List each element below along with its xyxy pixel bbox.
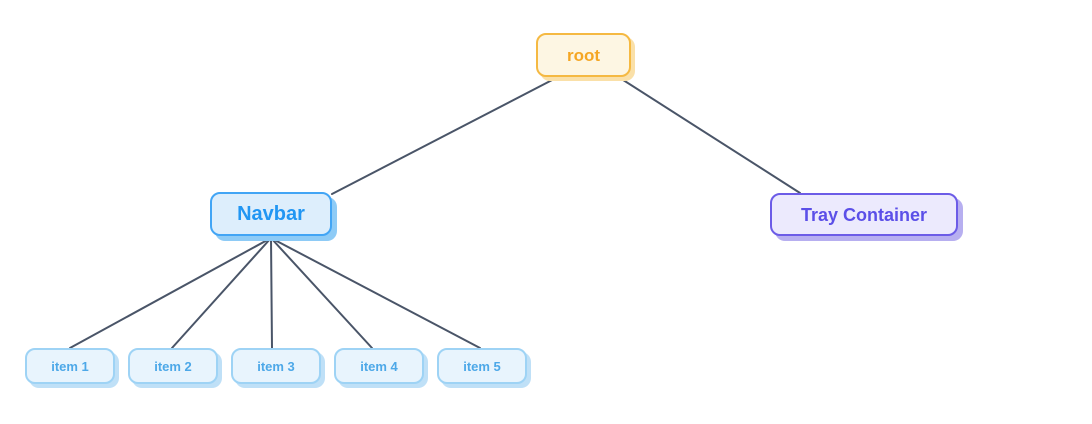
edge-navbar-to-item-2 — [171, 237, 272, 349]
node-tray-container-label: Tray Container — [800, 204, 928, 225]
node-item-2-label: item 2 — [154, 358, 192, 374]
edge-navbar-to-item-3 — [270, 237, 273, 349]
node-item-4[interactable]: item 4 — [334, 348, 424, 384]
node-root[interactable]: root — [536, 33, 631, 77]
node-item-5-label: item 5 — [463, 358, 501, 374]
node-root-label: root — [566, 45, 601, 65]
node-item-3[interactable]: item 3 — [231, 348, 321, 384]
node-navbar-label: Navbar — [237, 203, 305, 225]
node-item-4-label: item 4 — [360, 358, 398, 374]
node-tray-container[interactable]: Tray Container — [770, 193, 958, 236]
node-item-1-label: item 1 — [51, 358, 89, 374]
node-navbar[interactable]: Navbar — [210, 192, 332, 236]
edge-navbar-to-item-1 — [69, 237, 272, 349]
edge-root-to-tray — [619, 77, 801, 194]
node-item-1[interactable]: item 1 — [25, 348, 115, 384]
edge-navbar-to-item-5 — [270, 237, 481, 349]
node-item-5[interactable]: item 5 — [437, 348, 527, 384]
edge-root-to-navbar — [331, 77, 557, 195]
node-item-3-label: item 3 — [257, 358, 295, 374]
node-item-2[interactable]: item 2 — [128, 348, 218, 384]
edge-navbar-to-item-4 — [270, 237, 373, 349]
